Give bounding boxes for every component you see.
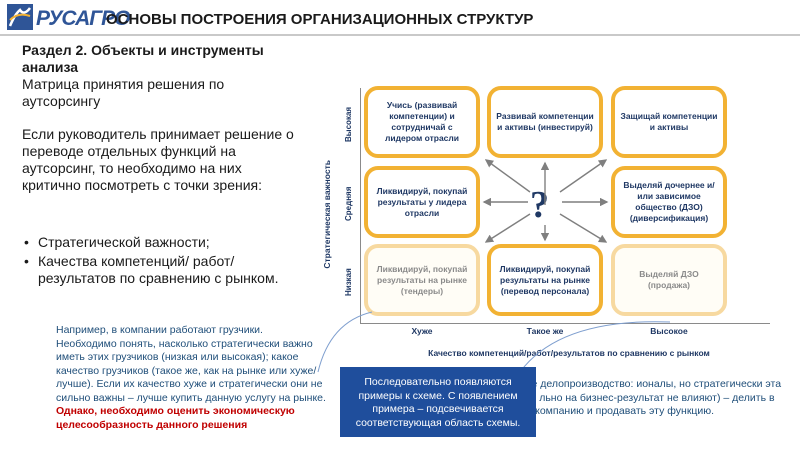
logo-emblem-icon: [7, 4, 33, 30]
matrix-cell-medium-better[interactable]: Выделяй дочернее и/или зависимое обществ…: [611, 166, 727, 238]
example-warning: Однако, необходимо оценить экономическую…: [56, 405, 295, 431]
rusagro-logo: РУСАГРО: [6, 2, 130, 34]
slide-header: РУСАГРО ОСНОВЫ ПОСТРОЕНИЯ ОРГАНИЗАЦИОННЫ…: [0, 0, 800, 36]
callout-box: Последовательно появляются примеры к схе…: [340, 367, 536, 437]
example2-text: р, кадровое делопроизводство: ионалы, но…: [480, 378, 782, 417]
matrix-cell-low-better[interactable]: Выделяй ДЗО (продажа): [611, 244, 727, 316]
header-divider: [0, 34, 800, 36]
col-label-same: Такое же: [526, 326, 564, 336]
matrix-cell-low-worse[interactable]: Ликвидируй, покупай результаты на рынке …: [364, 244, 480, 316]
x-axis-label: Качество компетенций/работ/результатов п…: [428, 348, 710, 358]
arrow-up-left-icon: [484, 159, 531, 193]
row-label-high: Высокая: [344, 106, 353, 142]
criteria-list: Стратегической важности; Качества компет…: [22, 234, 307, 289]
criteria-item: Стратегической важности;: [22, 234, 307, 251]
arrow-down-right-icon: [559, 213, 608, 243]
section-title: Раздел 2. Объекты и инструменты анализа: [22, 42, 264, 75]
x-axis-line: [360, 323, 770, 324]
col-label-worse: Хуже: [411, 326, 433, 336]
row-label-low: Низкая: [344, 268, 353, 296]
section-subtitle: Матрица принятия решения по аутсорсингу: [22, 76, 225, 109]
page-title: ОСНОВЫ ПОСТРОЕНИЯ ОРГАНИЗАЦИОННЫХ СТРУКТ…: [106, 11, 534, 28]
matrix-cell-high-better[interactable]: Защищай компетенции и активы: [611, 86, 727, 158]
col-label-better: Высокое: [650, 326, 688, 336]
arrow-up-right-icon: [559, 159, 608, 193]
matrix-cell-medium-worse[interactable]: Ликвидируй, покупай результаты у лидера …: [364, 166, 480, 238]
criteria-item: Качества компетенций/ работ/ результатов…: [22, 253, 307, 287]
matrix-cell-high-worse[interactable]: Учись (развивай компетенции) и сотруднич…: [364, 86, 480, 158]
example-body: Например, в компании работают грузчики. …: [56, 324, 326, 404]
matrix-cell-high-same[interactable]: Развивай компетенции и активы (инвестиру…: [487, 86, 603, 158]
y-axis-line: [360, 88, 361, 324]
question-mark: ?: [530, 184, 549, 226]
example-text: Например, в компании работают грузчики. …: [56, 324, 326, 432]
row-label-medium: Средняя: [344, 186, 353, 222]
intro-text: Если руководитель принимает решение о пе…: [22, 126, 294, 193]
callout-connector-left: [317, 311, 373, 373]
arrow-down-left-icon: [484, 213, 531, 243]
y-axis-label: Стратегическая важность: [322, 160, 332, 269]
logo-text: РУСАГРО: [36, 7, 130, 30]
matrix-cell-low-same[interactable]: Ликвидируй, покупай результаты на рынке …: [487, 244, 603, 316]
